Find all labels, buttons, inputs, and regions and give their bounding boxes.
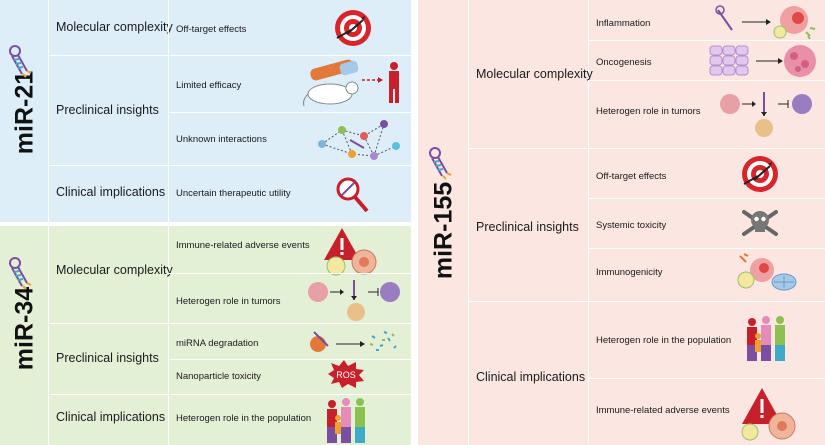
- population-icon: [322, 396, 372, 444]
- mir155-cat-molecular: Molecular complexity: [476, 67, 593, 81]
- warning-icon: [740, 386, 798, 442]
- mir155-item-immunogenicity: Immunogenicity: [596, 267, 663, 278]
- mir21-item-uncertain-utility: Uncertain therapeutic utility: [176, 188, 291, 199]
- ros-label: ROS: [336, 370, 356, 380]
- mir155-item-heterogen-population: Heterogen role in the population: [596, 335, 732, 346]
- mir155-cat-preclinical: Preclinical insights: [476, 220, 579, 234]
- target-icon: [740, 154, 780, 194]
- inflammation-icon: [714, 4, 818, 40]
- warning-icon: [322, 226, 380, 276]
- oncogenesis-icon: [708, 42, 818, 80]
- mir21-cat-clinical: Clinical implications: [56, 185, 166, 199]
- mir21-panel: miR-21 Molecular complexity Off-target e…: [0, 0, 411, 222]
- mir155-item-off-target: Off-target effects: [596, 171, 667, 182]
- network-icon: [312, 116, 402, 164]
- tumor-heterogeneity-icon: [718, 90, 814, 138]
- mouse-dosing-icon: [300, 58, 408, 108]
- mir34-item-heterogen-tumors: Heterogen role in tumors: [176, 296, 281, 307]
- tumor-heterogeneity-icon: [306, 276, 402, 322]
- mir34-panel: miR-34 Molecular complexity Immune-relat…: [0, 226, 411, 445]
- target-icon: [333, 8, 373, 48]
- mir155-panel: miR-155 Molecular complexity Inflammatio…: [418, 0, 825, 445]
- mirna-hairpin-icon: [6, 256, 32, 290]
- degradation-icon: [308, 326, 404, 356]
- mir21-cat-molecular: Molecular complexity: [56, 20, 173, 34]
- ros-burst-icon: ROS: [326, 360, 366, 388]
- mir21-item-unknown-interactions: Unknown interactions: [176, 134, 267, 145]
- skull-crossbones-icon: [740, 206, 780, 238]
- mir34-item-nanoparticle-toxicity: Nanoparticle toxicity: [176, 371, 262, 382]
- mir155-item-heterogen-tumors: Heterogen role in tumors: [596, 106, 701, 117]
- mir21-item-off-target: Off-target effects: [176, 24, 247, 35]
- mir155-title: miR-155: [429, 181, 458, 280]
- mir155-item-inflammation: Inflammation: [596, 18, 651, 29]
- mir155-item-oncogenesis: Oncogenesis: [596, 57, 652, 68]
- mir34-cat-molecular: Molecular complexity: [56, 263, 173, 277]
- mirna-hairpin-icon: [6, 44, 32, 78]
- mir34-cat-clinical: Clinical implications: [56, 410, 166, 424]
- population-icon: [742, 314, 792, 362]
- mir155-item-immune-adverse: Immune-related adverse events: [596, 405, 730, 416]
- mir34-item-immune-adverse: Immune-related adverse events: [176, 240, 310, 251]
- mir21-item-limited-efficacy: Limited efficacy: [176, 80, 242, 91]
- mirna-hairpin-icon: [426, 146, 452, 180]
- mir21-cat-preclinical: Preclinical insights: [56, 103, 159, 117]
- mir21-title: miR-21: [10, 70, 39, 155]
- mir34-item-mirna-degradation: miRNA degradation: [176, 338, 259, 349]
- mir155-cat-clinical: Clinical implications: [476, 370, 586, 384]
- mir155-item-systemic-toxicity: Systemic toxicity: [596, 220, 667, 231]
- immune-cells-icon: [734, 250, 798, 294]
- mir34-item-heterogen-population: Heterogen role in the population: [176, 413, 312, 424]
- mir34-title: miR-34: [10, 286, 39, 371]
- magnifier-icon: [334, 175, 370, 215]
- mir34-cat-preclinical: Preclinical insights: [56, 351, 159, 365]
